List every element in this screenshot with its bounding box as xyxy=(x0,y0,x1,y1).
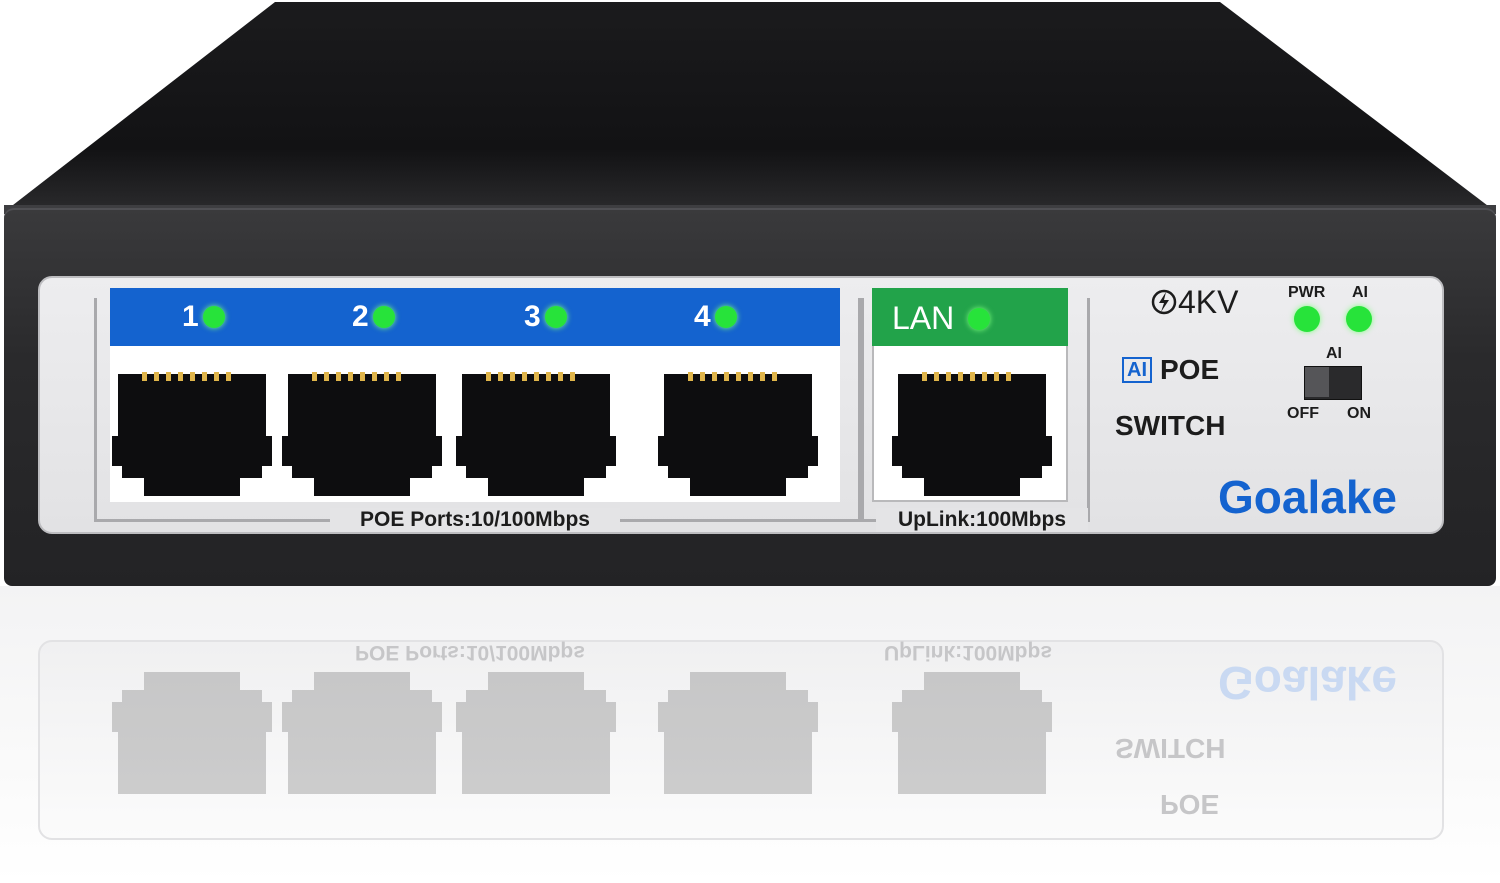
reflected-port-icon xyxy=(112,672,272,794)
ai-led-label: AI xyxy=(1352,284,1368,301)
switch-label: SWITCH xyxy=(1115,410,1226,441)
reflected-port-icon xyxy=(658,672,818,794)
port-4-label: 4 xyxy=(694,300,737,334)
reflected-switch-label: SWITCH xyxy=(1115,733,1226,764)
lan-led xyxy=(968,307,991,330)
reflected-port-icon xyxy=(282,672,442,794)
ai-badge: AI xyxy=(1122,357,1152,383)
port-2-led xyxy=(372,306,395,328)
rj45-port-icon[interactable] xyxy=(658,366,818,496)
dip-switch-knob[interactable] xyxy=(1305,367,1329,397)
rj45-port-icon[interactable] xyxy=(892,366,1052,496)
reflected-port-icon xyxy=(456,672,616,794)
reflected-poe-label: POE Ports:10/100Mbps xyxy=(355,641,585,664)
reflected-uplink-label: UpLink:100Mbps xyxy=(884,641,1053,664)
lan-port-label: LAN xyxy=(892,300,991,337)
reflected-port-icon xyxy=(892,672,1052,794)
ai-led xyxy=(1346,306,1372,332)
rj45-port-icon[interactable] xyxy=(282,366,442,496)
port-1-label: 1 xyxy=(182,300,225,334)
lightning-surge-icon xyxy=(1151,289,1177,315)
rj45-port-icon[interactable] xyxy=(456,366,616,496)
port-1-led xyxy=(202,306,225,328)
reflected-panel xyxy=(38,640,1444,840)
switch-top-lid xyxy=(4,2,1496,214)
dip-on-label: ON xyxy=(1347,405,1371,422)
reflected-brand: Goalake xyxy=(1218,657,1397,709)
pwr-label: PWR xyxy=(1288,284,1326,301)
dip-switch-label: AI xyxy=(1326,345,1342,362)
reflected-poe-text: POE xyxy=(1160,789,1220,820)
uplink-speed-label: UpLink:100Mbps xyxy=(876,508,1088,532)
pwr-led xyxy=(1294,306,1320,332)
brand-logo: Goalake xyxy=(1218,471,1397,523)
ai-poe-label: AI POE xyxy=(1122,354,1219,386)
poe-ports-speed-label: POE Ports:10/100Mbps xyxy=(330,508,620,532)
dip-off-label: OFF xyxy=(1287,405,1319,422)
port-4-led xyxy=(714,306,737,328)
surge-protection-label: 4KV xyxy=(1150,284,1238,321)
rj45-port-icon[interactable] xyxy=(112,366,272,496)
port-2-label: 2 xyxy=(352,300,395,334)
port-3-led xyxy=(544,306,567,328)
port-3-label: 3 xyxy=(524,300,567,334)
